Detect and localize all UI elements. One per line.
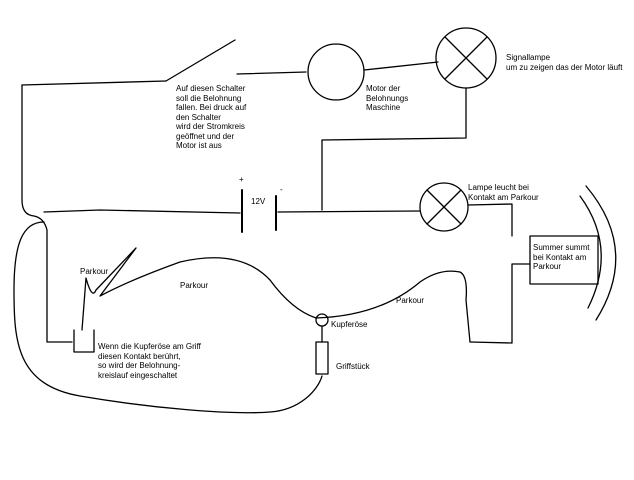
wire-top-left bbox=[21, 80, 167, 86]
handle-label: Griffstück bbox=[336, 362, 370, 371]
copper-eyelet-label: Kupferöse bbox=[331, 320, 368, 329]
battery-plus-label: + bbox=[239, 175, 244, 184]
motor-label: Motor der Belohnungs Maschine bbox=[366, 84, 409, 112]
contact-sleeve bbox=[73, 329, 95, 353]
wire-buzzer-return bbox=[469, 263, 531, 344]
contact-lamp-label: Lampe leucht bei Kontakt am Parkour bbox=[468, 183, 539, 202]
signal-lamp-symbol bbox=[435, 27, 497, 89]
wire-handle-loop bbox=[13, 221, 323, 414]
wire-battery-right bbox=[277, 210, 421, 213]
sound-arc-outer bbox=[585, 185, 617, 321]
parkour-label-right: Parkour bbox=[396, 296, 425, 305]
wire-switch-motor bbox=[236, 71, 307, 75]
parkour-label-middle: Parkour bbox=[180, 281, 209, 290]
wire-battery-left bbox=[43, 209, 241, 214]
switch-blade bbox=[165, 39, 236, 82]
contact-lamp-symbol bbox=[419, 182, 469, 232]
wire-lamp-return bbox=[321, 87, 467, 211]
wire-lamp-buzzer bbox=[467, 203, 513, 237]
switch-note-label: Auf diesen Schalter soll die Belohnung f… bbox=[176, 84, 247, 150]
parkour-label-left: Parkour bbox=[80, 267, 109, 276]
signal-lamp-label: Signallampe um zu zeigen das der Motor l… bbox=[506, 53, 623, 72]
buzzer-label: Summer summt bei Kontakt am Parkour bbox=[533, 243, 590, 271]
battery-voltage-label: 12V bbox=[251, 197, 266, 206]
battery-minus-label: - bbox=[280, 185, 283, 194]
handle-symbol bbox=[315, 341, 329, 375]
sound-arc-inner bbox=[579, 195, 602, 309]
wire-motor-lamp bbox=[363, 61, 439, 71]
copper-eyelet-symbol bbox=[315, 313, 329, 327]
motor-symbol bbox=[307, 43, 365, 101]
parkour-track bbox=[81, 247, 471, 343]
buzzer-box bbox=[529, 235, 599, 285]
contact-note-label: Wenn die Kupferöse am Griff diesen Konta… bbox=[98, 342, 201, 380]
wire-left-vertical bbox=[21, 84, 73, 343]
